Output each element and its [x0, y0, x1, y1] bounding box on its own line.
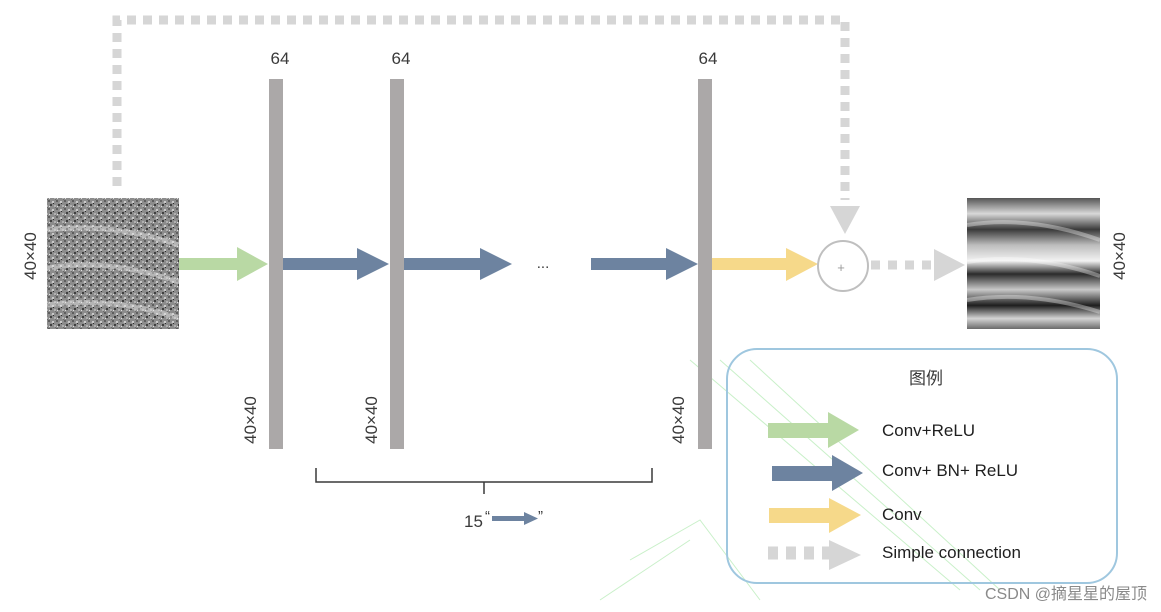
skip-connection-arrowhead [830, 206, 860, 234]
legend: 图例 Conv+ReLU Conv+ BN+ ReLU Conv Simple … [726, 348, 1118, 584]
conv-relu-arrow [179, 247, 268, 281]
input-noisy-image [47, 198, 179, 329]
layer-1-channels: 64 [271, 49, 290, 68]
layer-3-size-label: 40×40 [669, 396, 688, 444]
repeat-open-quote: “ [485, 508, 490, 525]
legend-item-conv-relu: Conv+ReLU [768, 412, 975, 448]
layer-1-size-label: 40×40 [241, 396, 260, 444]
legend-label-conv-relu: Conv+ReLU [882, 421, 975, 440]
output-denoised-image [967, 198, 1100, 329]
ellipsis: ... [537, 255, 550, 272]
conv-arrow [712, 248, 818, 281]
output-image: 40×40 [966, 198, 1129, 329]
repeat-bracket: 15 “ ” [315, 468, 653, 531]
addition-circle [817, 240, 869, 292]
conv-bn-relu-arrow-2 [404, 248, 512, 280]
layer-3-channels: 64 [699, 49, 718, 68]
legend-box [726, 348, 1118, 584]
repeat-blue-arrow [492, 512, 538, 525]
layer-2-size-label: 40×40 [362, 396, 381, 444]
layer-2-channels: 64 [392, 49, 411, 68]
repeat-close-quote: ” [538, 508, 543, 525]
output-connection-arrow [871, 249, 965, 281]
legend-title: 图例 [909, 369, 943, 388]
layer-3-bar [698, 79, 712, 449]
watermark: CSDN @摘星星的屋顶 [984, 586, 1147, 603]
repeat-count: 15 [464, 512, 483, 531]
legend-label-simple-connection: Simple connection [882, 543, 1021, 562]
legend-item-conv: Conv [769, 498, 922, 533]
legend-item-simple-connection: Simple connection [768, 540, 1021, 570]
conv-bn-relu-arrow-1 [283, 248, 389, 280]
input-size-label: 40×40 [21, 232, 40, 280]
layer-2-bar [390, 79, 404, 449]
plus-symbol: + [837, 260, 845, 275]
legend-item-conv-bn-relu: Conv+ BN+ ReLU [772, 455, 1018, 491]
layer-2: 64 40×40 [362, 49, 410, 449]
layer-1-bar [269, 79, 283, 449]
legend-label-conv: Conv [882, 505, 922, 524]
conv-bn-relu-arrow-3 [591, 248, 698, 280]
input-image: 40×40 [21, 198, 180, 329]
legend-label-conv-bn-relu: Conv+ BN+ ReLU [882, 461, 1018, 480]
layer-1: 64 40×40 [241, 49, 289, 449]
output-size-label: 40×40 [1110, 232, 1129, 280]
skip-connection-line [112, 15, 850, 200]
layer-3: 64 40×40 [669, 49, 717, 449]
addition-node: + [817, 240, 869, 292]
skip-connection [112, 15, 860, 234]
